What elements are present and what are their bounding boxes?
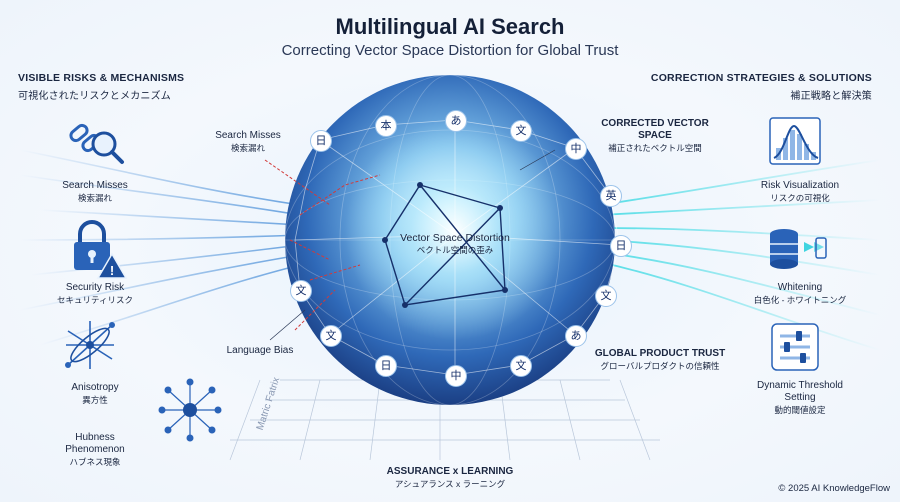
distortion-vertices bbox=[382, 182, 508, 308]
left-item-anisotropy: Anisotropy 異方性 bbox=[40, 382, 150, 406]
distortion-polygon bbox=[384, 184, 506, 306]
search-misses-callout: Search Misses 検索漏れ bbox=[198, 130, 298, 154]
callout-label-jp: グローバルプロダクトの信頼性 bbox=[600, 361, 720, 371]
left-item-search-misses: Search Misses 検索漏れ bbox=[40, 180, 150, 204]
left-item-label-jp: 異方性 bbox=[82, 395, 108, 405]
language-node: 文 bbox=[290, 280, 312, 302]
slider-settings-icon bbox=[771, 323, 819, 371]
right-section-title-jp: 補正戦略と解決策 bbox=[790, 91, 872, 102]
language-node: 本 bbox=[375, 115, 397, 137]
assurance-label: ASSURANCE x LEARNING bbox=[386, 466, 514, 477]
left-item-label-jp: ハブネス現象 bbox=[69, 457, 121, 467]
callout-label-jp: 補正されたベクトル空間 bbox=[608, 143, 702, 153]
left-item-security-risk: Security Risk セキュリティリスク bbox=[40, 282, 150, 306]
language-node: 中 bbox=[565, 138, 587, 160]
callout-label-jp: 検索漏れ bbox=[230, 143, 265, 153]
center-label-jp: ベクトル空間の歪み bbox=[416, 245, 494, 255]
corrected-space-callout: CORRECTED VECTOR SPACE 補正されたベクトル空間 bbox=[590, 118, 720, 154]
anisotropy-arrows-icon bbox=[65, 321, 115, 369]
left-item-label-jp: セキュリティリスク bbox=[57, 295, 133, 305]
database-arrows-icon bbox=[770, 229, 827, 269]
language-node: あ bbox=[565, 325, 587, 347]
left-flow-streams bbox=[19, 149, 301, 346]
page-title: Multilingual AI Search bbox=[335, 14, 565, 39]
assurance-label-jp: アシュアランス x ラーニング bbox=[394, 479, 506, 489]
left-item-label: Anisotropy bbox=[71, 382, 119, 393]
left-section-header: VISIBLE RISKS & MECHANISMS 可視化されたリスクとメカニ… bbox=[18, 72, 184, 102]
language-node: 日 bbox=[310, 130, 332, 152]
right-item-label-jp: 白色化 - ホワイトニング bbox=[753, 295, 847, 305]
left-section-title: VISIBLE RISKS & MECHANISMS bbox=[18, 72, 185, 84]
center-label: Vector Space Distortion bbox=[400, 232, 510, 244]
page-subtitle: Correcting Vector Space Distortion for G… bbox=[281, 42, 619, 59]
chain-magnifier-icon bbox=[69, 123, 124, 164]
right-item-whitening: Whitening 白色化 - ホワイトニング bbox=[735, 282, 865, 306]
svg-text:!: ! bbox=[110, 263, 114, 278]
left-item-label: Hubness Phenomenon bbox=[65, 432, 125, 455]
callout-label: Search Misses bbox=[215, 130, 281, 141]
right-item-label-jp: 動的閾値設定 bbox=[774, 405, 826, 415]
language-node: 日 bbox=[375, 355, 397, 377]
language-node: あ bbox=[445, 110, 467, 132]
distortion-center-label: Vector Space Distortion ベクトル空間の歪み bbox=[395, 232, 515, 256]
matrix-grid-floor bbox=[229, 379, 660, 461]
left-section-title-jp: 可視化されたリスクとメカニズム bbox=[18, 91, 171, 102]
right-item-dynamic-threshold: Dynamic Threshold Setting 動的閾値設定 bbox=[745, 380, 855, 416]
language-node: 文 bbox=[510, 120, 532, 142]
padlock-warning-icon: ! bbox=[74, 220, 128, 279]
language-node: 文 bbox=[320, 325, 342, 347]
hub-network-icon bbox=[158, 378, 222, 442]
language-node: 日 bbox=[610, 235, 632, 257]
right-item-label: Dynamic Threshold Setting bbox=[757, 380, 843, 403]
language-node: 文 bbox=[510, 355, 532, 377]
language-node: 中 bbox=[445, 365, 467, 387]
bell-curve-chart-icon bbox=[769, 117, 821, 165]
left-item-label: Search Misses bbox=[62, 180, 128, 191]
assurance-footer: ASSURANCE x LEARNING アシュアランス x ラーニング bbox=[330, 466, 570, 490]
copyright-text: © 2025 AI KnowledgeFlow bbox=[778, 483, 890, 494]
callout-label: CORRECTED VECTOR SPACE bbox=[601, 118, 709, 141]
left-item-hubness: Hubness Phenomenon ハブネス現象 bbox=[45, 432, 145, 468]
right-section-title: CORRECTION STRATEGIES & SOLUTIONS bbox=[650, 72, 872, 84]
left-item-label-jp: 検索漏れ bbox=[77, 193, 112, 203]
right-item-label-jp: リスクの可視化 bbox=[770, 193, 830, 203]
right-item-risk-visualization: Risk Visualization リスクの可視化 bbox=[740, 180, 860, 204]
global-trust-callout: GLOBAL PRODUCT TRUST グローバルプロダクトの信頼性 bbox=[590, 348, 730, 372]
language-bias-callout: Language Bias bbox=[226, 345, 294, 356]
language-node: 英 bbox=[600, 185, 622, 207]
right-item-label: Whitening bbox=[777, 282, 823, 293]
search-miss-indicators bbox=[264, 159, 381, 331]
left-item-label: Security Risk bbox=[65, 282, 125, 293]
language-node: 文 bbox=[595, 285, 617, 307]
callout-label: GLOBAL PRODUCT TRUST bbox=[594, 348, 726, 359]
right-item-label: Risk Visualization bbox=[760, 180, 840, 191]
right-flow-streams bbox=[599, 159, 881, 351]
right-section-header: CORRECTION STRATEGIES & SOLUTIONS 補正戦略と解… bbox=[651, 72, 872, 102]
callout-leaders bbox=[269, 149, 556, 341]
